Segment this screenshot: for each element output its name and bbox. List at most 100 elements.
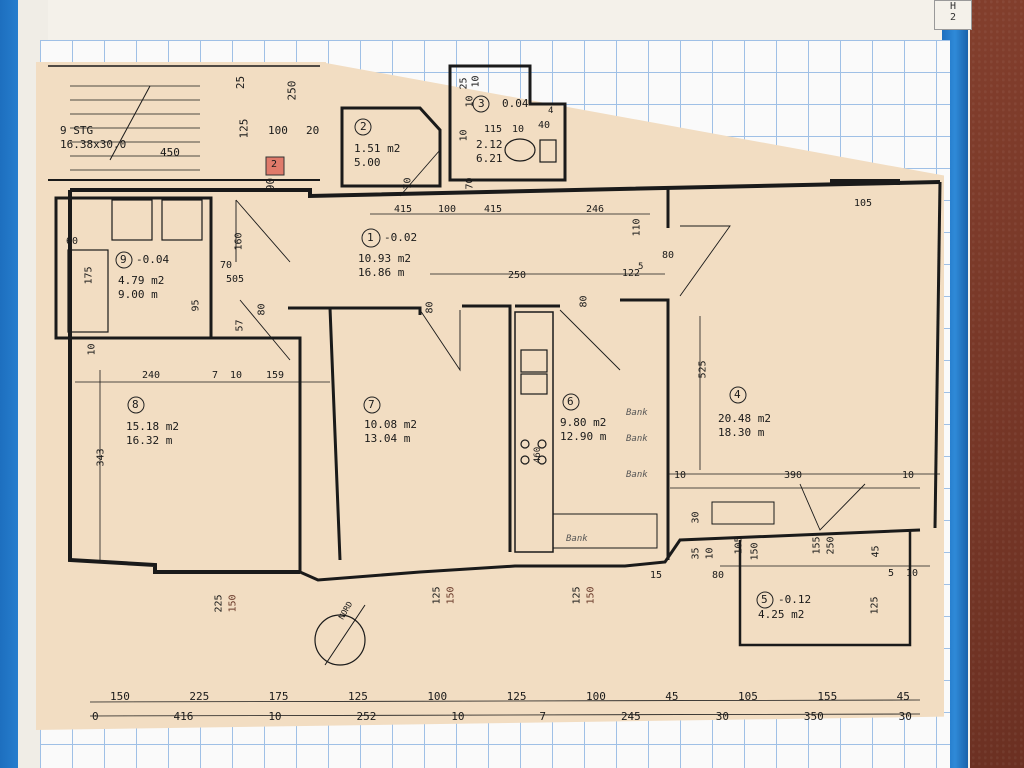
dim-label: 30	[690, 511, 702, 524]
dim-label: 100	[585, 690, 606, 703]
dim-label: 343	[95, 448, 107, 467]
dim-label: 245	[620, 710, 641, 723]
dim-label: 150	[110, 690, 130, 703]
dim-label: 150	[749, 542, 761, 561]
dim-label: 10	[906, 568, 919, 579]
dim-label: 110	[631, 218, 643, 237]
dim-label: 7	[539, 710, 547, 723]
dim-label: 175	[268, 690, 289, 703]
dim-label: 246	[586, 204, 605, 215]
dim-label: 15	[650, 570, 663, 581]
dim-label: 30	[898, 710, 912, 723]
dim-label: 150	[445, 586, 457, 605]
dim-label: 150	[227, 594, 239, 613]
dim-label: 80	[256, 303, 268, 316]
dim-label: 125	[506, 690, 527, 703]
dim-label: 250	[508, 270, 527, 281]
room-9-number: 9	[120, 253, 127, 266]
room-5-level: -0.12	[778, 593, 812, 606]
dim-label: 225	[189, 690, 210, 703]
dim-label: 10	[230, 370, 243, 381]
dim-label: 160	[233, 232, 245, 251]
dim-label: 45	[665, 690, 679, 703]
room-8-area: 15.18 m2	[126, 420, 179, 433]
room-4-area: 20.48 m2	[718, 412, 771, 425]
room-8-number: 8	[132, 398, 139, 411]
dim-label: 30	[715, 710, 729, 723]
dim-label: 415	[394, 204, 413, 215]
north-label: NORD	[336, 599, 355, 622]
dim-label: 250	[825, 536, 837, 555]
dim-label: 252	[356, 710, 377, 723]
dim-label: 45	[896, 690, 910, 703]
room-8-perimeter: 16.32 m	[126, 434, 173, 447]
bottom-dimension-row-2: 0 416 10 252 10 7 245 30 350 30	[92, 710, 912, 723]
dim-label: 450	[160, 146, 180, 159]
stairs-dim: 16.38x30.0	[60, 138, 127, 151]
dim-label: 10	[704, 547, 716, 560]
dim-label: 5	[888, 568, 895, 579]
room-2-area: 1.51 m2	[354, 142, 401, 155]
dim-label: 25	[234, 75, 248, 90]
dim-label: 122	[622, 268, 641, 279]
room-3-perimeter: 6.21	[476, 152, 503, 165]
dim-label: 10	[512, 124, 525, 135]
bottom-dimension-row-1: 150 225 175 125 100 125 100 45 105 155 4…	[110, 690, 910, 703]
dim-label: 35	[690, 547, 702, 560]
dim-label: 90	[264, 177, 278, 192]
dim-label: 70	[464, 177, 476, 190]
floor-plan-sheet	[36, 62, 944, 730]
room-9-perimeter: 9.00 m	[118, 288, 158, 301]
dim-label: 105	[854, 198, 873, 209]
dim-label: 105	[733, 536, 745, 555]
dim-label: 5	[638, 262, 644, 272]
dim-label: 10	[464, 95, 476, 108]
dim-label: 505	[226, 274, 245, 285]
dim-label: 100	[438, 204, 457, 215]
dim-label: 7	[212, 370, 219, 381]
dim-label: 70	[220, 260, 233, 271]
room-9-level: -0.04	[136, 253, 170, 266]
dim-label: 125	[431, 586, 443, 605]
dim-label: 105	[738, 690, 758, 703]
dim-label: 350	[803, 710, 824, 723]
handwritten-note: Bank	[626, 434, 648, 444]
dim-label: 10	[458, 129, 470, 142]
room-7-perimeter: 13.04 m	[364, 432, 411, 445]
dim-label: 125	[869, 596, 881, 615]
room-1-number: 1	[367, 231, 374, 244]
dim-label: 125	[237, 118, 251, 139]
dim-label: 10	[902, 470, 915, 481]
dim-label: 45	[870, 545, 882, 558]
dim-label: 80	[662, 250, 675, 261]
dim-label: 60	[66, 236, 79, 247]
dim-label: 155	[817, 690, 838, 703]
dim-label: 4	[548, 106, 554, 116]
dim-label: 57	[234, 319, 246, 332]
room-2-number: 2	[360, 120, 367, 133]
dim-label: 80	[578, 295, 590, 308]
handwritten-note: Bank	[566, 534, 588, 544]
room-3-number: 3	[478, 97, 485, 110]
room-2-perimeter: 5.00	[354, 156, 381, 169]
dim-label: 100	[268, 124, 288, 137]
dim-label: 0	[92, 710, 99, 723]
room-1-area: 10.93 m2	[358, 252, 411, 265]
room-4-number: 4	[734, 388, 741, 401]
dim-label: 100	[427, 690, 448, 703]
dim-label: 159	[266, 370, 285, 381]
dim-label: 80	[712, 570, 725, 581]
dim-label: 175	[83, 266, 95, 285]
dim-label: 115	[484, 124, 503, 135]
room-6-number: 6	[567, 395, 574, 408]
handwritten-note: Bank	[626, 408, 648, 418]
dim-label: 460	[533, 446, 544, 464]
handwritten-note: Bank	[626, 470, 648, 480]
dim-label: 40	[538, 120, 551, 131]
dim-label: 10	[451, 710, 465, 723]
dim-label: 416	[173, 710, 194, 723]
dim-label: 525	[697, 360, 709, 379]
room-6-perimeter: 12.90 m	[560, 430, 607, 443]
dim-label: 70	[402, 177, 414, 190]
